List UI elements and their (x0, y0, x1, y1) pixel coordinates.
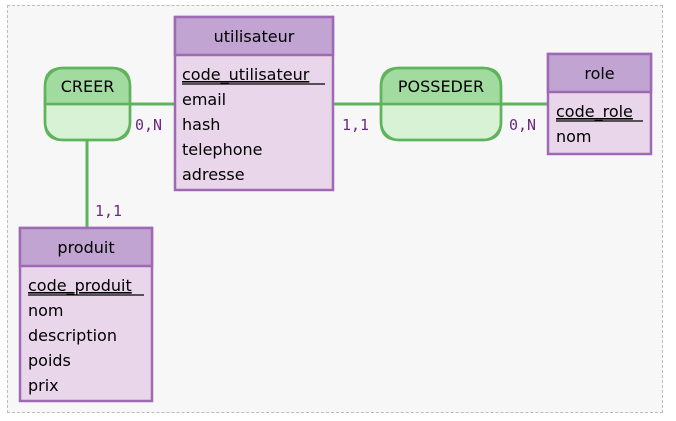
entity-produit-title: produit (57, 238, 114, 257)
association-creer-body (43, 102, 132, 142)
cardinality-creer-utilisateur: 0,N (135, 116, 162, 134)
entity-role[interactable]: role code_role nom (546, 52, 653, 156)
entity-utilisateur-attribute: hash (182, 115, 220, 134)
entity-produit[interactable]: produit code_produit nom description poi… (18, 226, 154, 403)
entity-utilisateur[interactable]: utilisateur code_utilisateur email hash … (173, 15, 335, 192)
entity-role-identifier: code_role (556, 102, 633, 122)
entity-role-title: role (584, 64, 614, 83)
cardinality-posseder-role: 0,N (509, 116, 536, 134)
entity-produit-attribute: nom (28, 301, 64, 320)
association-creer[interactable]: CREER (43, 66, 132, 142)
association-posseder[interactable]: POSSEDER (379, 66, 503, 142)
entity-produit-attribute: poids (28, 351, 71, 370)
entity-produit-attribute: prix (28, 376, 59, 395)
entity-utilisateur-attribute: telephone (182, 140, 262, 159)
cardinality-creer-produit: 1,1 (95, 202, 122, 220)
association-posseder-title: POSSEDER (398, 77, 484, 96)
entity-utilisateur-attribute: adresse (182, 165, 245, 184)
entity-utilisateur-identifier: code_utilisateur (182, 65, 310, 85)
entity-role-header (546, 52, 653, 94)
entity-utilisateur-attribute: email (182, 90, 226, 109)
entity-role-attribute: nom (556, 127, 592, 146)
association-creer-outline (43, 66, 132, 142)
entity-produit-header (18, 226, 154, 268)
entity-utilisateur-title: utilisateur (214, 27, 295, 46)
association-posseder-body (379, 102, 503, 142)
association-creer-title: CREER (61, 77, 115, 96)
entity-produit-attribute: description (28, 326, 117, 345)
cardinality-posseder-utilisateur: 1,1 (342, 116, 369, 134)
association-posseder-outline (379, 66, 503, 142)
entity-utilisateur-header (173, 15, 335, 57)
entity-produit-identifier: code_produit (28, 276, 132, 296)
